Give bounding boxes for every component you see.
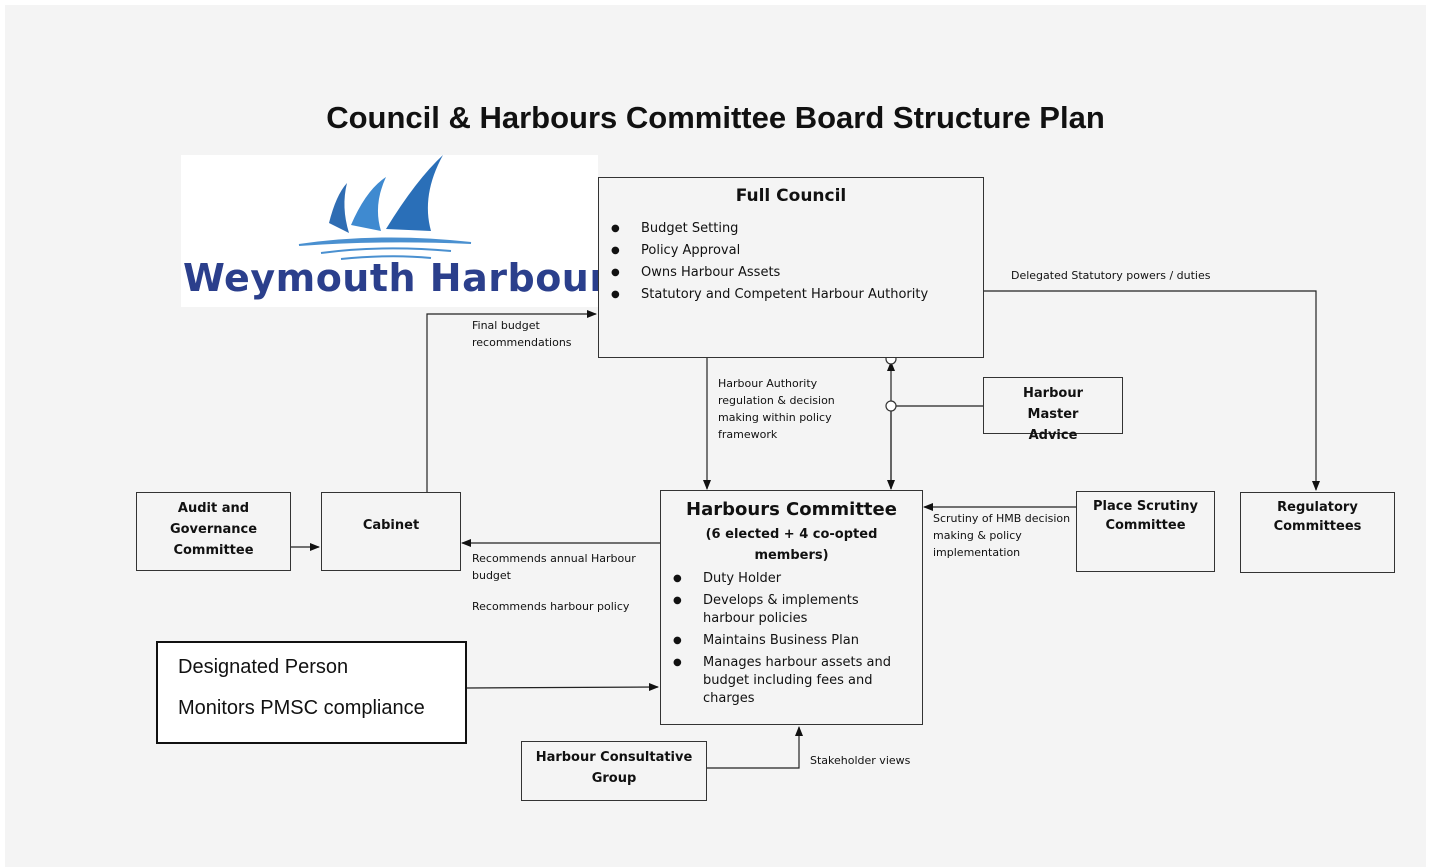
cabinet-box: Cabinet bbox=[321, 492, 461, 571]
final-budget-note: Final budget recommendations bbox=[472, 319, 572, 349]
delegated-powers-note: Delegated Statutory powers / duties bbox=[1011, 269, 1211, 282]
junction-circle-mid bbox=[885, 400, 897, 412]
list-item: Budget Setting bbox=[599, 220, 983, 238]
arrow-full-council-to-regulatory bbox=[984, 290, 1320, 491]
harbours-committee-subtitle: (6 elected + 4 co-opted members) bbox=[705, 527, 878, 563]
list-item: Develops & implements harbour policies bbox=[661, 592, 922, 628]
arrow-cabinet-to-full-council bbox=[426, 310, 597, 492]
harbour-master-box: Harbour Master Advice bbox=[983, 377, 1123, 443]
stakeholder-views-note: Stakeholder views bbox=[810, 754, 911, 767]
list-item: Duty Holder bbox=[661, 570, 922, 588]
designated-person-box: Designated Person Monitors PMSC complian… bbox=[156, 641, 467, 744]
audit-governance-label: Audit and Governance Committee bbox=[169, 501, 258, 558]
place-scrutiny-label: Place Scrutiny Committee bbox=[1093, 499, 1198, 533]
list-item: Statutory and Competent Harbour Authorit… bbox=[599, 286, 983, 304]
weymouth-harbour-logo: Weymouth Harbour bbox=[181, 155, 598, 307]
recommends-budget-note: Recommends annual Harbour budget bbox=[472, 552, 636, 582]
designated-person-label: Designated Person bbox=[178, 656, 349, 678]
harbour-master-label: Harbour Master Advice bbox=[1023, 386, 1083, 443]
list-item: Policy Approval bbox=[599, 242, 983, 260]
full-council-list: Budget Setting Policy Approval Owns Harb… bbox=[599, 220, 983, 304]
arrow-consultative-to-committee bbox=[707, 726, 803, 769]
recommends-policy-note: Recommends harbour policy bbox=[472, 600, 630, 613]
logo-text: Weymouth Harbour bbox=[183, 256, 598, 300]
audit-governance-box: Audit and Governance Committee bbox=[136, 492, 291, 571]
page-title: Council & Harbours Committee Board Struc… bbox=[326, 100, 1105, 135]
list-item: Owns Harbour Assets bbox=[599, 264, 983, 282]
designated-person-role: Monitors PMSC compliance bbox=[178, 697, 425, 719]
harbours-committee-title: Harbours Committee bbox=[686, 499, 897, 520]
scrutiny-note: Scrutiny of HMB decision making & policy… bbox=[933, 512, 1071, 559]
harbour-authority-note: Harbour Authority regulation & decision … bbox=[718, 377, 835, 441]
harbours-committee-list: Duty Holder Develops & implements harbou… bbox=[661, 570, 922, 708]
harbours-committee-box: Harbours Committee (6 elected + 4 co-opt… bbox=[660, 490, 923, 725]
list-item: Manages harbour assets and budget includ… bbox=[661, 654, 922, 708]
place-scrutiny-box: Place Scrutiny Committee bbox=[1076, 491, 1215, 572]
list-item: Maintains Business Plan bbox=[661, 632, 922, 650]
full-council-box: Full Council Budget Setting Policy Appro… bbox=[598, 177, 984, 358]
sails-icon bbox=[298, 155, 472, 260]
regulatory-box: Regulatory Committees bbox=[1240, 492, 1395, 573]
consultative-group-label: Harbour Consultative Group bbox=[535, 750, 693, 786]
cabinet-label: Cabinet bbox=[362, 518, 420, 533]
arrow-designated-to-committee bbox=[466, 683, 659, 692]
regulatory-label: Regulatory Committees bbox=[1273, 500, 1362, 534]
full-council-title: Full Council bbox=[735, 186, 847, 206]
consultative-group-box: Harbour Consultative Group bbox=[521, 741, 707, 801]
